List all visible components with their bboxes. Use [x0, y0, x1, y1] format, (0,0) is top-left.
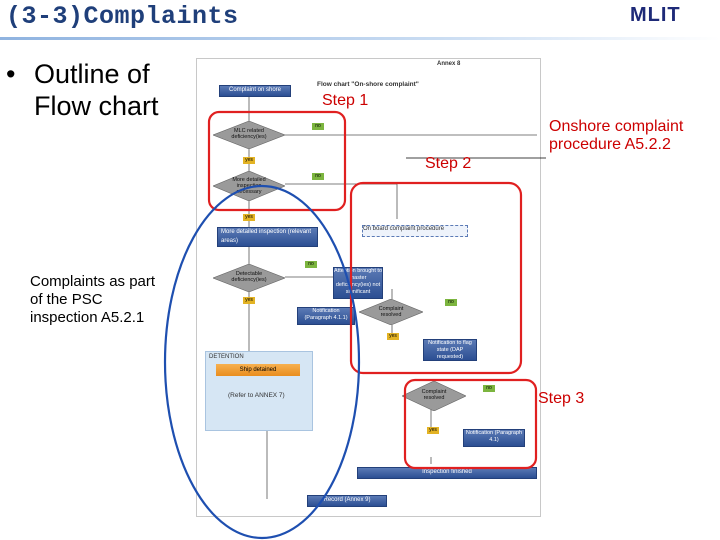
tag-no: no — [305, 261, 317, 268]
step3-label: Step 3 — [538, 390, 585, 407]
box-notification-flag: Notification to flag state (DAP requeste… — [423, 339, 477, 361]
tag-yes: yes — [387, 333, 399, 340]
box-notification-1: Notification (Paragraph 4.1.1) — [297, 307, 355, 325]
box-ship-detained: Ship detained — [216, 364, 300, 376]
diamond-more-detailed-label: More detailed inspection necessary — [232, 177, 266, 195]
annex-label: Annex 8 — [437, 61, 461, 67]
tag-yes: yes — [427, 427, 439, 434]
refer-annex-label: (Refer to ANNEX 7) — [228, 392, 285, 399]
box-attention-brought: Attention brought to master deficiency(i… — [333, 267, 383, 299]
box-notification-2: Notification (Paragraph 4.1) — [463, 429, 525, 447]
diamond-detectable-label: Detectable deficiency(ies) — [231, 271, 267, 283]
diamond-complaint-resolved-2: Complaint resolved — [402, 381, 466, 411]
diamond-resolved-1-label: Complaint resolved — [378, 306, 404, 318]
diamond-mlc-deficiency: MLC related deficiency(ies) — [213, 121, 285, 149]
bullet-text: Outline of Flow chart — [34, 59, 159, 121]
detention-label: DETENTION — [209, 354, 244, 360]
diamond-mlc-label: MLC related deficiency(ies) — [231, 128, 267, 140]
step2-label: Step 2 — [425, 155, 472, 172]
flowchart-heading: Flow chart "On-shore complaint" — [317, 81, 419, 88]
mlit-logo: MLIT — [630, 4, 681, 26]
psc-complaints-label: Complaints as part of the PSC inspection… — [30, 273, 156, 326]
psc-ellipse — [163, 184, 361, 540]
box-record: Record (Annex 9) — [307, 495, 387, 507]
slide-title: (3-3)Complaints — [6, 2, 239, 31]
tag-yes: yes — [243, 297, 255, 304]
box-onboard-procedure: On board complaint procedure — [362, 225, 468, 237]
tag-no: no — [312, 123, 324, 130]
step1-outline — [207, 110, 347, 212]
tag-no: no — [445, 299, 457, 306]
box-more-detailed-inspection: More detailed inspection (relevant areas… — [217, 227, 318, 247]
title-divider — [0, 37, 720, 40]
detention-panel: DETENTION Ship detained (Refer to ANNEX … — [205, 351, 313, 431]
tag-yes: yes — [243, 214, 255, 221]
onshore-procedure-label: Onshore complaint procedure A5.2.2 — [549, 118, 684, 153]
diamond-detectable-deficiency: Detectable deficiency(ies) — [213, 264, 285, 292]
tag-no: no — [312, 173, 324, 180]
bullet-marker: • — [6, 59, 16, 89]
box-complaint-on-shore: Complaint on shore — [219, 85, 291, 97]
diamond-resolved-2-label: Complaint resolved — [421, 389, 447, 401]
diamond-more-detailed: More detailed inspection necessary — [213, 171, 285, 201]
diamond-complaint-resolved-1: Complaint resolved — [359, 299, 423, 325]
flowchart-image: Annex 8 Flow chart "On-shore complaint" … — [196, 58, 541, 517]
step2-outline — [349, 181, 523, 375]
tag-yes: yes — [243, 157, 255, 164]
step3-outline — [403, 378, 538, 470]
tag-no: no — [483, 385, 495, 392]
step1-label: Step 1 — [322, 92, 369, 109]
